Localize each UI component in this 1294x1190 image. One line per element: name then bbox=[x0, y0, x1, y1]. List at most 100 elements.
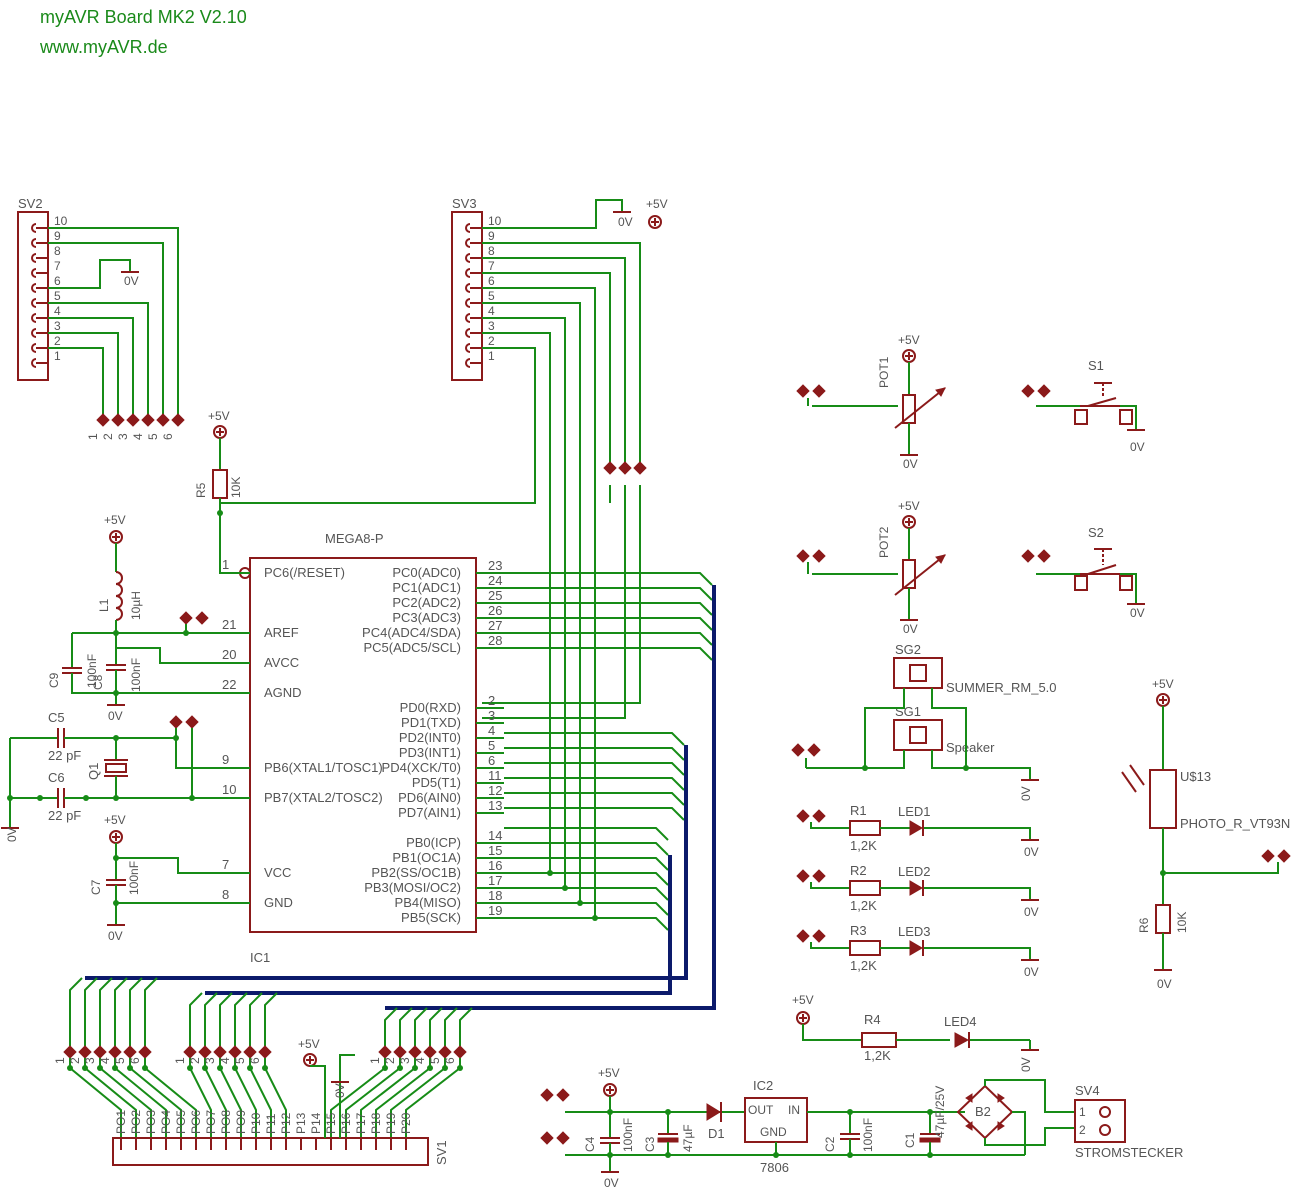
ic1-pin-num: 11 bbox=[488, 768, 502, 783]
c2-label: C2 bbox=[823, 1136, 837, 1152]
jumper-pin bbox=[258, 1045, 272, 1059]
ic1-pin-name: VCC bbox=[264, 865, 291, 880]
c7-value: 100nF bbox=[127, 861, 141, 895]
ic1-pin-num: 10 bbox=[222, 782, 236, 797]
switch-s1: 0V S1 bbox=[1021, 358, 1146, 454]
led4-vcc-label: +5V bbox=[792, 993, 814, 1007]
jumper-num: 3 bbox=[203, 1057, 217, 1064]
sv1-pin-label: PO1 bbox=[114, 1110, 128, 1134]
sv3-gnd-label: 0V bbox=[618, 215, 633, 229]
sv1-pin-label: P20 bbox=[399, 1112, 413, 1134]
ic1-pin-name: PD4(XCK/T0) bbox=[382, 760, 461, 775]
c4-value: 100nF bbox=[621, 1118, 635, 1152]
jumper-pin bbox=[228, 1045, 242, 1059]
led-label: LED1 bbox=[898, 804, 931, 819]
ic1-pin-num: 27 bbox=[488, 618, 502, 633]
ic1-pin-num: 7 bbox=[222, 857, 229, 872]
ic1-pin-name: PB3(MOSI/OC2) bbox=[364, 880, 461, 895]
switch-s2: 0V S2 bbox=[1021, 525, 1146, 620]
sv1-pin-label: P14 bbox=[309, 1112, 323, 1134]
led-gnd-label: 0V bbox=[1024, 905, 1039, 919]
sv3-pin-5: 5 bbox=[488, 289, 495, 303]
jumper-num: 1 bbox=[368, 1057, 382, 1064]
ic1-pin-num: 9 bbox=[222, 752, 229, 767]
s2-gnd-label: 0V bbox=[1130, 606, 1145, 620]
jumper-num: 3 bbox=[398, 1057, 412, 1064]
sv2-pin-5: 5 bbox=[54, 289, 61, 303]
c8-value: 100nF bbox=[129, 658, 143, 692]
c9-value: 100nF bbox=[85, 654, 99, 688]
ic1-pin-name: PB6(XTAL1/TOSC1) bbox=[264, 760, 383, 775]
sv1-pin-label: PO8 bbox=[219, 1110, 233, 1134]
jumper-pin bbox=[138, 1045, 152, 1059]
jumper-pin bbox=[93, 1045, 107, 1059]
sv2-jumper-num: 4 bbox=[131, 433, 145, 440]
jumper-num: 4 bbox=[413, 1057, 427, 1064]
ic1-pin-num: 14 bbox=[488, 828, 502, 843]
sv2-jumper-num: 3 bbox=[116, 433, 130, 440]
ic1-pin-num: 17 bbox=[488, 873, 502, 888]
ic1-pin-num: 20 bbox=[222, 647, 236, 662]
jumper-pin bbox=[378, 1045, 392, 1059]
led-jumper-pin bbox=[796, 929, 810, 943]
jumper-pin bbox=[183, 1045, 197, 1059]
ic1-pin-name: PD7(AIN1) bbox=[398, 805, 461, 820]
pot2-vcc-label: +5V bbox=[898, 499, 920, 513]
sv1-pin-label: P12 bbox=[279, 1112, 293, 1134]
sv2-pin-3: 3 bbox=[54, 319, 61, 333]
sv2-jumper-pin bbox=[126, 413, 140, 427]
ic1-pin-name: AVCC bbox=[264, 655, 299, 670]
analog-supply: +5V L1 10µH C9 100nF C8 100nF 0V bbox=[47, 513, 232, 723]
sv3-pin-10: 10 bbox=[488, 214, 502, 228]
sg2-label: SG2 bbox=[895, 642, 921, 657]
sv2-pin-8: 8 bbox=[54, 244, 61, 258]
sv4-value: STROMSTECKER bbox=[1075, 1145, 1183, 1160]
bus-lines bbox=[85, 585, 716, 1010]
jumper-pin bbox=[243, 1045, 257, 1059]
led-label: LED3 bbox=[898, 924, 931, 939]
jumper-pin bbox=[213, 1045, 227, 1059]
sv2-jumper-pin bbox=[156, 413, 170, 427]
ic1-pin-name: PB5(SCK) bbox=[401, 910, 461, 925]
led-resistor bbox=[849, 940, 881, 956]
l1-inductor bbox=[115, 571, 123, 621]
jumper-pin bbox=[393, 1045, 407, 1059]
photo-sensor: +5V U$13 PHOTO_R_VT93N R6 10K 0V bbox=[1121, 677, 1291, 991]
c7-label: C7 bbox=[89, 879, 103, 895]
ic1-pin-name: PD5(T1) bbox=[412, 775, 461, 790]
sv1-pin-label: P16 bbox=[339, 1112, 353, 1134]
sv1-label: SV1 bbox=[434, 1140, 449, 1165]
sv2-pin-10: 10 bbox=[54, 214, 68, 228]
pot1: +5V 0V POT1 bbox=[796, 333, 946, 471]
ic1-pin-num: 4 bbox=[488, 723, 495, 738]
ic1-pin-name: PB0(ICP) bbox=[406, 835, 461, 850]
jumper-num: 1 bbox=[173, 1057, 187, 1064]
ic1-pin-num: 13 bbox=[488, 798, 502, 813]
sg-gnd-label: 0V bbox=[1019, 786, 1033, 801]
c5-value: 22 pF bbox=[48, 748, 81, 763]
buzzers: SG2 SUMMER_RM_5.0 SG1 Speaker 0V bbox=[791, 642, 1057, 801]
sv3-pin-9: 9 bbox=[488, 229, 495, 243]
c9-label: C9 bbox=[47, 672, 61, 688]
r4-label: R4 bbox=[864, 1012, 881, 1027]
jumper-pin bbox=[408, 1045, 422, 1059]
sv3-body bbox=[451, 211, 483, 381]
pot2-gnd-label: 0V bbox=[903, 622, 918, 636]
sv2-jumper-pin bbox=[111, 413, 125, 427]
led-jumper-pin bbox=[812, 869, 826, 883]
sv3-pin-4: 4 bbox=[488, 304, 495, 318]
page-header: myAVR Board MK2 V2.10 www.myAVR.de bbox=[40, 2, 247, 62]
led-jumper-pin bbox=[796, 809, 810, 823]
u13-label: U$13 bbox=[1180, 769, 1211, 784]
ic1-pin-name: PD2(INT0) bbox=[399, 730, 461, 745]
ic1-port-wiring bbox=[504, 572, 713, 931]
led-resistor bbox=[849, 820, 881, 836]
sv2-pin-2: 2 bbox=[54, 334, 61, 348]
s1-label: S1 bbox=[1088, 358, 1104, 373]
ic1-pin-num: 18 bbox=[488, 888, 502, 903]
c2-value: 100nF bbox=[861, 1118, 875, 1152]
sv1-pin-label: PO2 bbox=[129, 1110, 143, 1134]
